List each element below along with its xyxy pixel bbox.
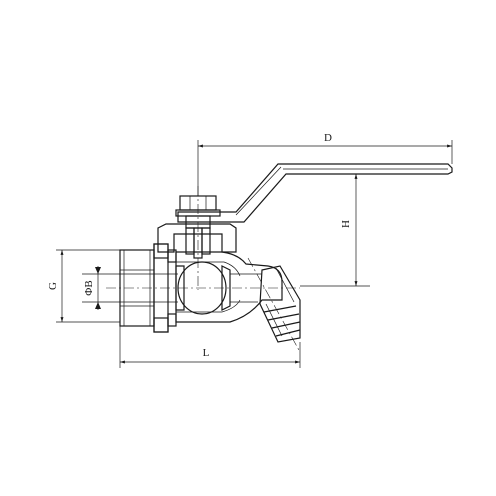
spout (247, 257, 301, 353)
stem-nut (175, 186, 221, 290)
dimension-d-label: D (324, 132, 332, 144)
dimension-l: L (119, 326, 301, 368)
dimension-d: D (197, 132, 453, 196)
dimension-h: H (286, 173, 370, 287)
valve-body (120, 251, 283, 323)
lever-handle (177, 163, 453, 223)
dimension-b-label: ΦB (83, 280, 95, 295)
dimension-g: G (47, 249, 120, 323)
dimension-h-label: H (340, 220, 352, 228)
dimension-l-label: L (203, 347, 210, 359)
dimension-g-label: G (47, 282, 59, 290)
dimension-b: ΦB (82, 266, 120, 310)
